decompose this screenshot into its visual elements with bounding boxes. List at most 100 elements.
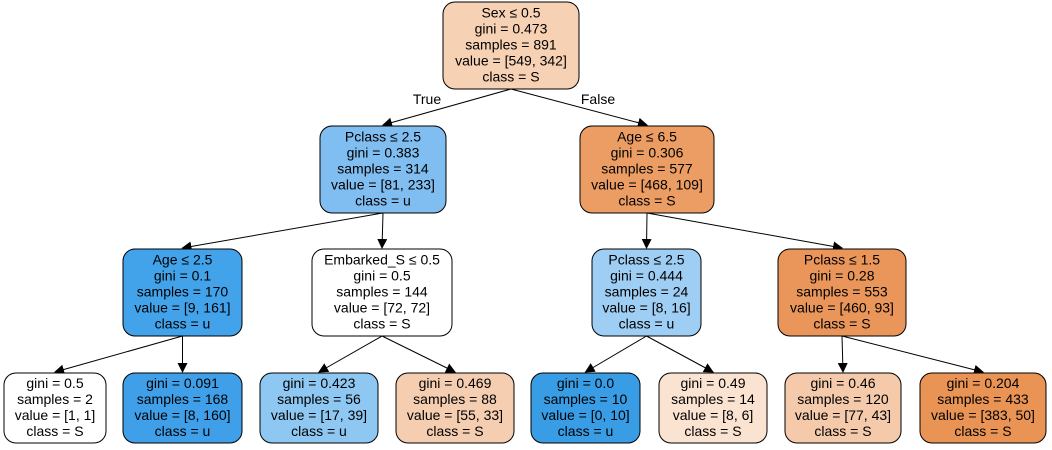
node-text-line: gini = 0.444 bbox=[610, 268, 683, 284]
node-text-line: value = [0, 10] bbox=[541, 407, 629, 423]
node-text-line: value = [55, 33] bbox=[407, 407, 503, 423]
node-box bbox=[530, 372, 641, 444]
node-text-line: class = S bbox=[618, 193, 675, 209]
node-text-line: Sex ≤ 0.5 bbox=[481, 5, 540, 21]
edge-arrow-n4-n10 bbox=[381, 335, 456, 373]
node-text-line: class = u bbox=[155, 316, 211, 332]
node-box bbox=[579, 125, 715, 214]
node-text-line: value = [549, 342] bbox=[455, 53, 567, 69]
node-text-line: gini = 0.306 bbox=[611, 145, 684, 161]
node-text-line: samples = 168 bbox=[137, 391, 229, 407]
node-text-line: value = [8, 16] bbox=[602, 300, 690, 316]
node-text-line: Age ≤ 6.5 bbox=[617, 129, 677, 145]
edge-arrow-n0-n1 bbox=[382, 88, 512, 128]
edge-arrow-n5-n12 bbox=[646, 335, 714, 373]
node-text-line: samples = 56 bbox=[277, 391, 361, 407]
edges-layer bbox=[54, 88, 984, 375]
node-text-line: Pclass ≤ 2.5 bbox=[345, 129, 421, 145]
node-box bbox=[442, 1, 580, 90]
node-text-line: value = [81, 233] bbox=[331, 177, 435, 193]
node-text-line: samples = 88 bbox=[413, 391, 497, 407]
node-text-line: gini = 0.383 bbox=[347, 145, 420, 161]
node-text-line: samples = 2 bbox=[17, 391, 93, 407]
node-text-line: value = [383, 50] bbox=[931, 407, 1035, 423]
node-text-line: samples = 170 bbox=[137, 284, 229, 300]
node-text-line: class = S bbox=[482, 69, 539, 85]
node-text-line: value = [8, 6] bbox=[673, 407, 754, 423]
node-text-line: gini = 0.0 bbox=[557, 375, 614, 391]
node-box bbox=[259, 372, 379, 444]
node-box bbox=[784, 372, 902, 444]
node-text-line: Embarked_S ≤ 0.5 bbox=[324, 252, 440, 268]
edge-arrow-n1-n3 bbox=[181, 212, 384, 252]
node-text-line: samples = 553 bbox=[796, 284, 888, 300]
node-box bbox=[3, 372, 107, 444]
node-text-line: class = u bbox=[619, 316, 675, 332]
node-text-line: samples = 144 bbox=[336, 284, 428, 300]
node-text-line: value = [1, 1] bbox=[15, 407, 96, 423]
edge-arrow-n3-n7 bbox=[54, 335, 183, 375]
node-text-line: samples = 120 bbox=[797, 391, 889, 407]
node-text-line: Pclass ≤ 1.5 bbox=[804, 252, 880, 268]
node-text-line: gini = 0.5 bbox=[26, 375, 83, 391]
node-text-line: Age ≤ 2.5 bbox=[153, 252, 213, 268]
node-box bbox=[319, 125, 447, 214]
node-text-line: gini = 0.423 bbox=[283, 375, 356, 391]
node-box bbox=[311, 248, 453, 337]
node-text-line: value = [17, 39] bbox=[271, 407, 367, 423]
node-text-line: samples = 24 bbox=[605, 284, 689, 300]
node-text-line: class = S bbox=[353, 316, 410, 332]
edge-arrow-n2-n5 bbox=[641, 212, 652, 249]
node-text-line: gini = 0.204 bbox=[947, 375, 1020, 391]
node-text-line: value = [72, 72] bbox=[334, 300, 430, 316]
edge-arrow-n5-n11 bbox=[584, 335, 647, 373]
node-text-line: samples = 14 bbox=[671, 391, 755, 407]
node-text-line: value = [8, 160] bbox=[134, 407, 230, 423]
node-text-line: class = S bbox=[684, 423, 741, 439]
node-box bbox=[777, 248, 907, 337]
node-text-line: samples = 10 bbox=[544, 391, 628, 407]
node-text-line: gini = 0.28 bbox=[810, 268, 875, 284]
node-text-line: gini = 0.1 bbox=[154, 268, 211, 284]
node-text-line: samples = 891 bbox=[465, 37, 557, 53]
node-text-line: gini = 0.469 bbox=[419, 375, 492, 391]
edge-label-false: False bbox=[581, 91, 615, 107]
edge-arrow-n0-n2 bbox=[510, 88, 648, 128]
node-text-line: gini = 0.49 bbox=[681, 375, 746, 391]
node-text-line: class = S bbox=[954, 423, 1011, 439]
node-text-line: gini = 0.473 bbox=[475, 21, 548, 37]
edge-arrow-n6-n14 bbox=[841, 335, 984, 375]
node-text-line: class = S bbox=[426, 423, 483, 439]
node-box bbox=[658, 372, 768, 444]
node-text-line: class = u bbox=[155, 423, 211, 439]
node-box bbox=[919, 372, 1047, 444]
node-text-line: gini = 0.46 bbox=[811, 375, 876, 391]
node-box bbox=[122, 372, 243, 444]
node-text-line: samples = 433 bbox=[937, 391, 1029, 407]
node-text-line: value = [468, 109] bbox=[591, 177, 703, 193]
edge-arrow-n2-n6 bbox=[646, 212, 843, 252]
node-text-line: value = [9, 161] bbox=[134, 300, 230, 316]
node-text-line: samples = 577 bbox=[601, 161, 693, 177]
edge-arrow-n4-n9 bbox=[318, 335, 383, 373]
node-text-line: class = S bbox=[813, 316, 870, 332]
node-box bbox=[591, 248, 702, 337]
node-text-line: value = [77, 43] bbox=[795, 407, 891, 423]
node-text-line: class = u bbox=[355, 193, 411, 209]
node-text-line: class = S bbox=[814, 423, 871, 439]
